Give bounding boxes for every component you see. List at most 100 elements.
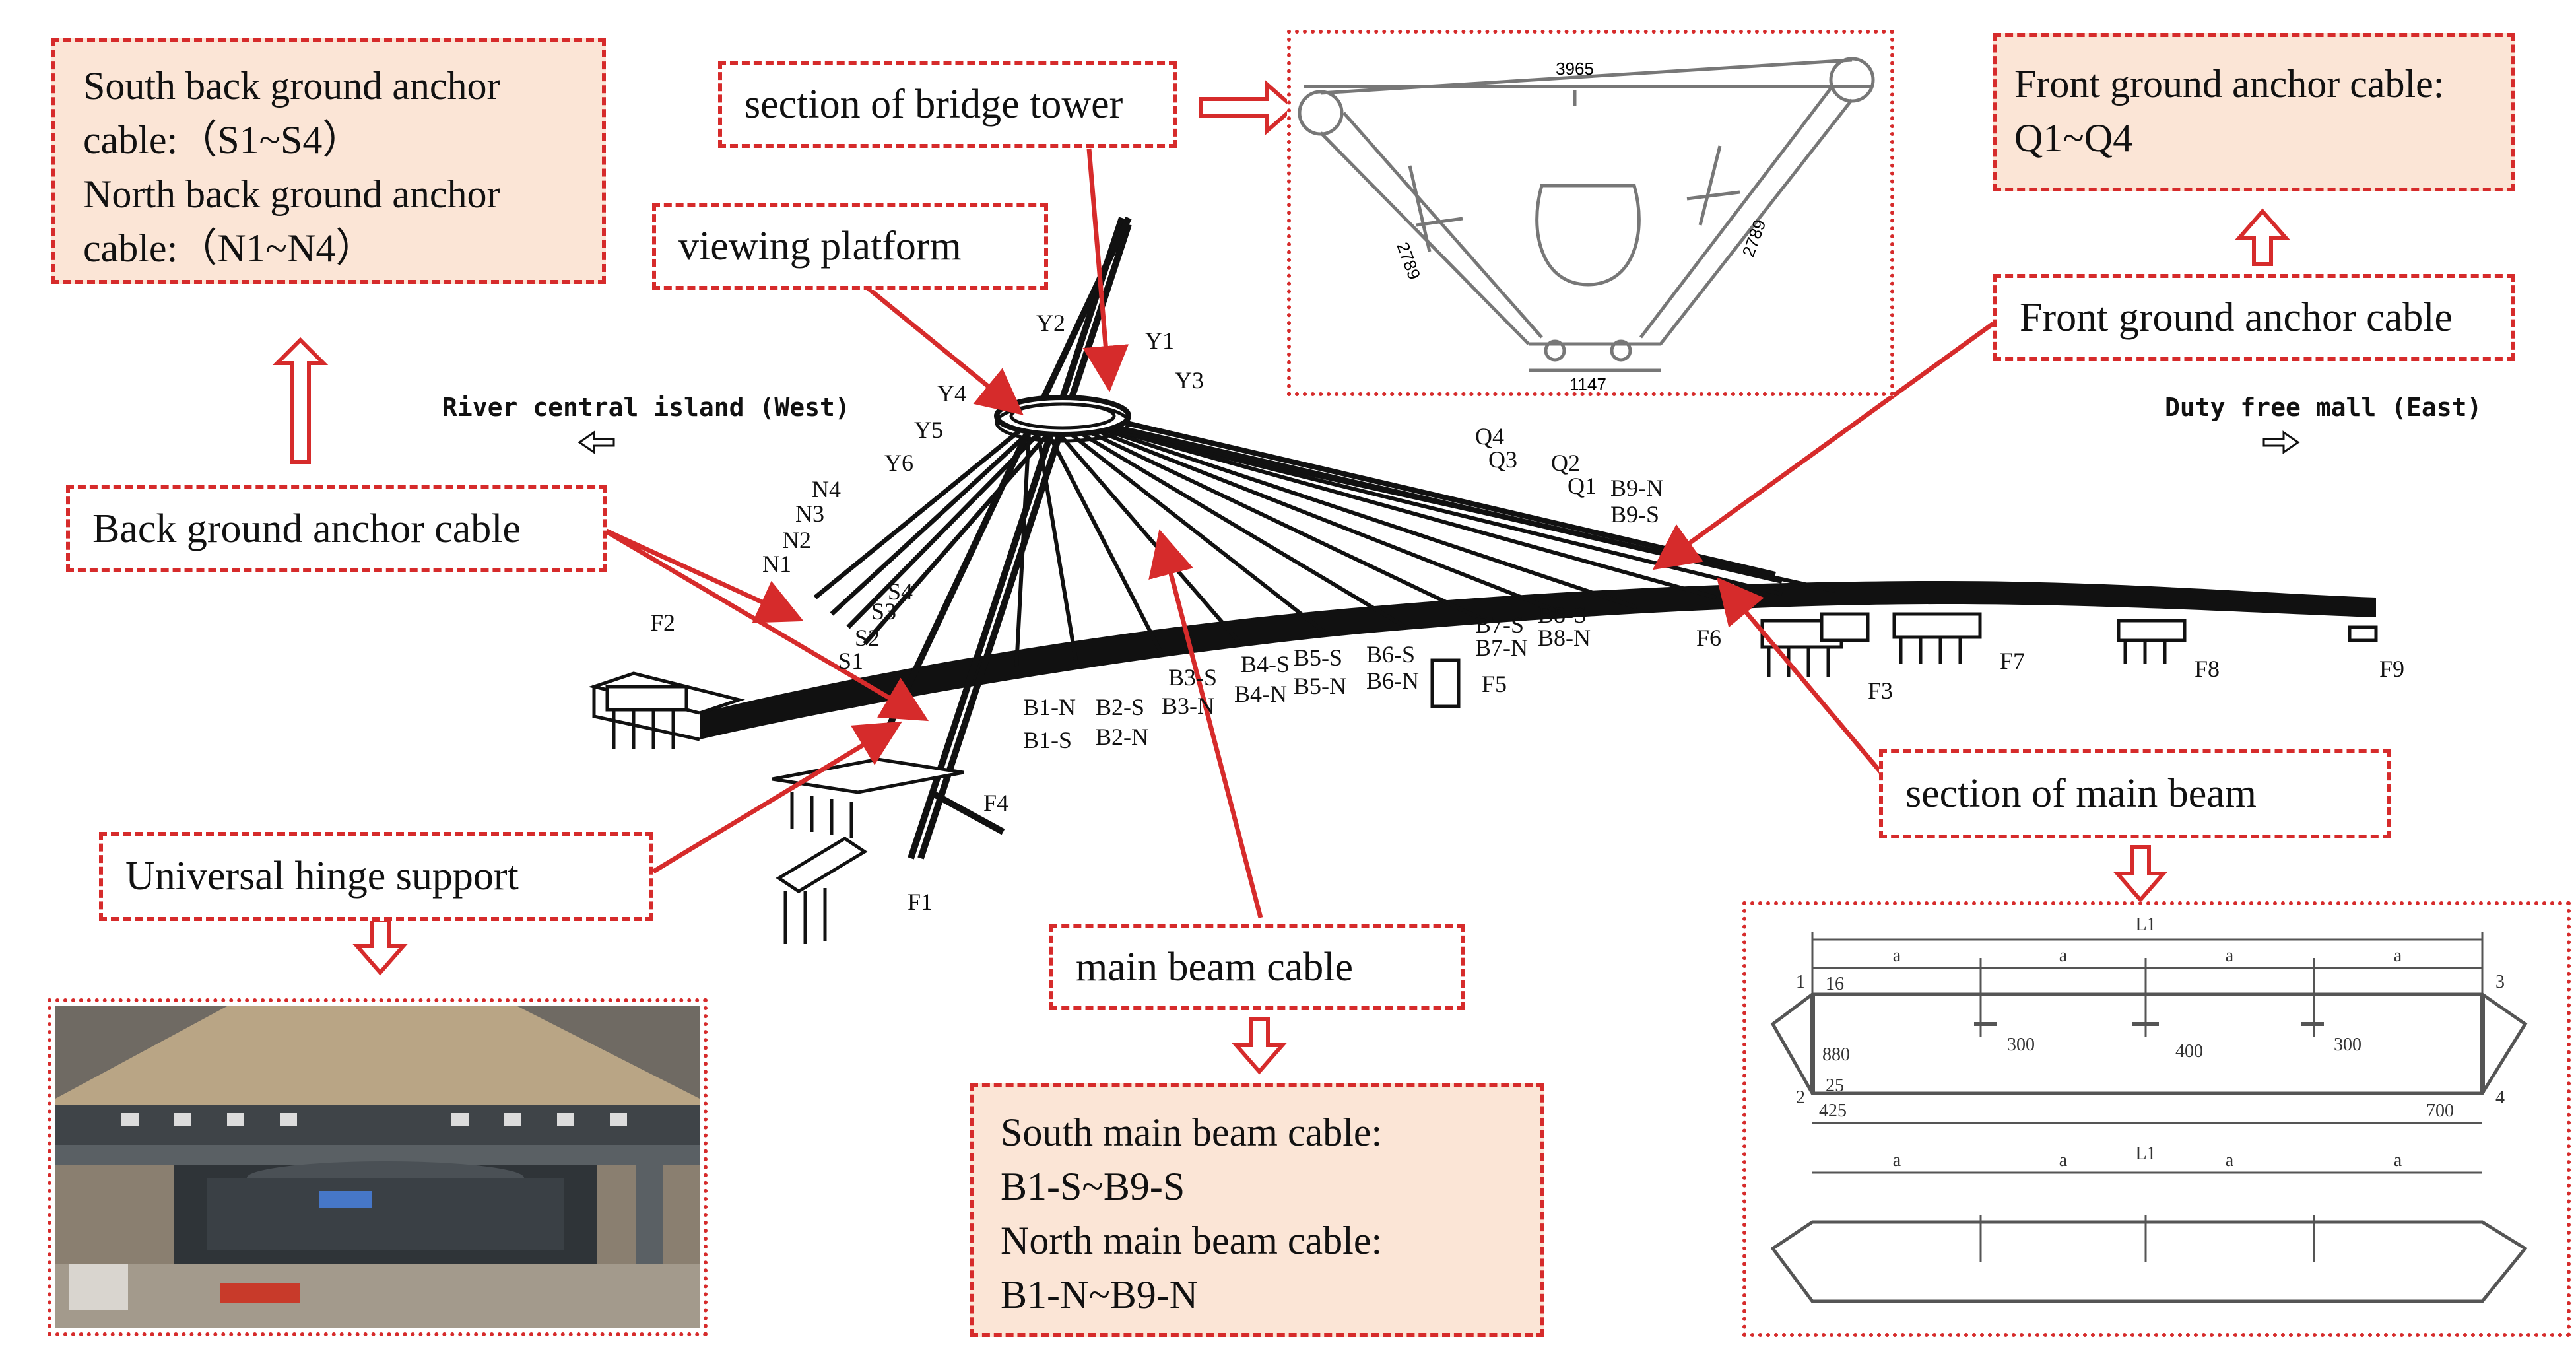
label-b5n: B5-N <box>1294 673 1346 699</box>
label-f7: F7 <box>2000 648 2026 674</box>
label-n1: N1 <box>762 551 791 577</box>
beam-dim-a: a <box>2226 1150 2234 1171</box>
info-line: North main beam cable: <box>1001 1219 1383 1262</box>
beam-dim-a: a <box>2226 945 2234 966</box>
info-line: B1-S~B9-S <box>1001 1165 1185 1208</box>
beam-point-1: 1 <box>1796 972 1805 992</box>
label-back-anchor: Back ground anchor cable <box>66 485 607 572</box>
label-y5: Y5 <box>914 417 943 443</box>
main-beam-cable-info: South main beam cable: B1-S~B9-S North m… <box>970 1083 1544 1337</box>
label-q3: Q3 <box>1488 446 1517 473</box>
south-north-back-anchor-info: South back ground anchor cable:（S1~S4） N… <box>51 38 606 284</box>
info-line: Q1~Q4 <box>2014 116 2133 160</box>
beam-dim-16: 16 <box>1826 974 1844 994</box>
beam-dim-425: 425 <box>1819 1101 1847 1121</box>
label-n3: N3 <box>795 500 824 527</box>
label-y2: Y2 <box>1036 310 1065 336</box>
label-b2s: B2-S <box>1096 694 1145 720</box>
main-beam-section-frame: L1 a a a a 1 2 3 4 880 16 25 425 700 300… <box>1742 901 2571 1337</box>
label-hinge: Universal hinge support <box>99 832 653 921</box>
back-anchor-cables <box>813 421 1051 646</box>
piers <box>605 612 2378 944</box>
beam-dim-700: 700 <box>2426 1101 2454 1121</box>
info-line: B1-N~B9-N <box>1001 1273 1199 1317</box>
beam-dim-a: a <box>1893 945 1901 966</box>
label-main-beam-section: section of main beam <box>1879 749 2391 838</box>
beam-dim-300: 300 <box>2334 1035 2361 1055</box>
label-b4s: B4-S <box>1241 651 1290 677</box>
label-f5: F5 <box>1482 671 1507 697</box>
label-f3: F3 <box>1868 677 1894 704</box>
direction-east: Duty free mall (East) <box>2165 393 2482 422</box>
label-n2: N2 <box>782 527 811 553</box>
main-beam-section-drawing: L1 a a a a 1 2 3 4 880 16 25 425 700 300… <box>1770 914 2528 1303</box>
beam-point-2: 2 <box>1796 1087 1805 1108</box>
label-f8: F8 <box>2195 656 2220 682</box>
beam-point-3: 3 <box>2495 972 2505 992</box>
label-s1: S1 <box>838 648 864 674</box>
label-viewing-platform: viewing platform <box>652 203 1048 290</box>
label-y4: Y4 <box>937 380 966 407</box>
tower-section-frame: 3965 1147 2789 2789 <box>1287 30 1894 396</box>
label-y6: Y6 <box>884 450 913 476</box>
hinge-support-photo <box>55 1006 700 1328</box>
label-y3: Y3 <box>1175 367 1204 393</box>
label-f4: F4 <box>983 790 1009 816</box>
direction-west: River central island (West) <box>442 393 850 422</box>
label-q1: Q1 <box>1568 473 1597 499</box>
label-b3n: B3-N <box>1162 693 1214 719</box>
label-f6: F6 <box>1696 625 1722 651</box>
label-b7s: B7-S <box>1475 611 1525 638</box>
beam-dim-a: a <box>2059 945 2068 966</box>
info-line: Front ground anchor cable: <box>2014 62 2445 106</box>
label-n4: N4 <box>812 476 841 502</box>
label-f1: F1 <box>908 889 933 915</box>
tower-dim-left: 2789 <box>1393 240 1424 283</box>
label-b1n: B1-N <box>1023 694 1076 720</box>
label-s4: S4 <box>888 578 913 605</box>
beam-dim-a: a <box>2394 945 2402 966</box>
label-f2: F2 <box>650 609 676 636</box>
label-s3: S3 <box>871 598 897 625</box>
label-tower-section: section of bridge tower <box>718 61 1177 148</box>
label-main-beam-cable: main beam cable <box>1049 924 1465 1010</box>
label-b9n: B9-N <box>1610 475 1663 501</box>
beam-dim-a: a <box>1893 1150 1901 1171</box>
label-front-anchor: Front ground anchor cable <box>1993 274 2515 361</box>
main-beam <box>700 581 2376 739</box>
label-b7n: B7-N <box>1475 634 1528 661</box>
label-s2: S2 <box>855 625 880 651</box>
beam-dim-300: 300 <box>2007 1035 2035 1055</box>
beam-dim-span: L1 <box>2135 914 2156 935</box>
beam-dim-span: L1 <box>2135 1144 2156 1164</box>
beam-dim-a: a <box>2059 1150 2068 1171</box>
tower-dim-right: 2789 <box>1738 217 1769 259</box>
beam-dim-880: 880 <box>1822 1044 1850 1065</box>
label-b6s: B6-S <box>1366 641 1416 667</box>
label-q4: Q4 <box>1475 423 1504 450</box>
info-line: North back ground anchor <box>83 172 500 216</box>
info-line: cable:（S1~S4） <box>83 118 362 162</box>
front-anchor-info: Front ground anchor cable: Q1~Q4 <box>1993 33 2515 191</box>
label-b3s: B3-S <box>1168 664 1218 691</box>
label-y1: Y1 <box>1145 327 1174 354</box>
beam-point-4: 4 <box>2495 1087 2505 1108</box>
label-b8n: B8-N <box>1538 625 1591 651</box>
label-q2: Q2 <box>1551 450 1580 476</box>
label-b6n: B6-N <box>1366 667 1419 694</box>
label-f9: F9 <box>2379 656 2405 682</box>
label-b5s: B5-S <box>1294 644 1343 671</box>
beam-dim-a: a <box>2394 1150 2402 1171</box>
tower-dim-bottom: 1147 <box>1569 374 1606 392</box>
info-line: South back ground anchor <box>83 64 500 108</box>
label-b2n: B2-N <box>1096 724 1148 750</box>
tower-dim-top: 3965 <box>1556 59 1594 79</box>
label-b4n: B4-N <box>1234 681 1287 707</box>
hinge-photo-frame <box>48 998 708 1336</box>
hollow-arrows <box>272 80 2290 1075</box>
info-line: South main beam cable: <box>1001 1111 1383 1154</box>
leader-arrows <box>599 148 1995 918</box>
beam-dim-400: 400 <box>2175 1041 2203 1062</box>
